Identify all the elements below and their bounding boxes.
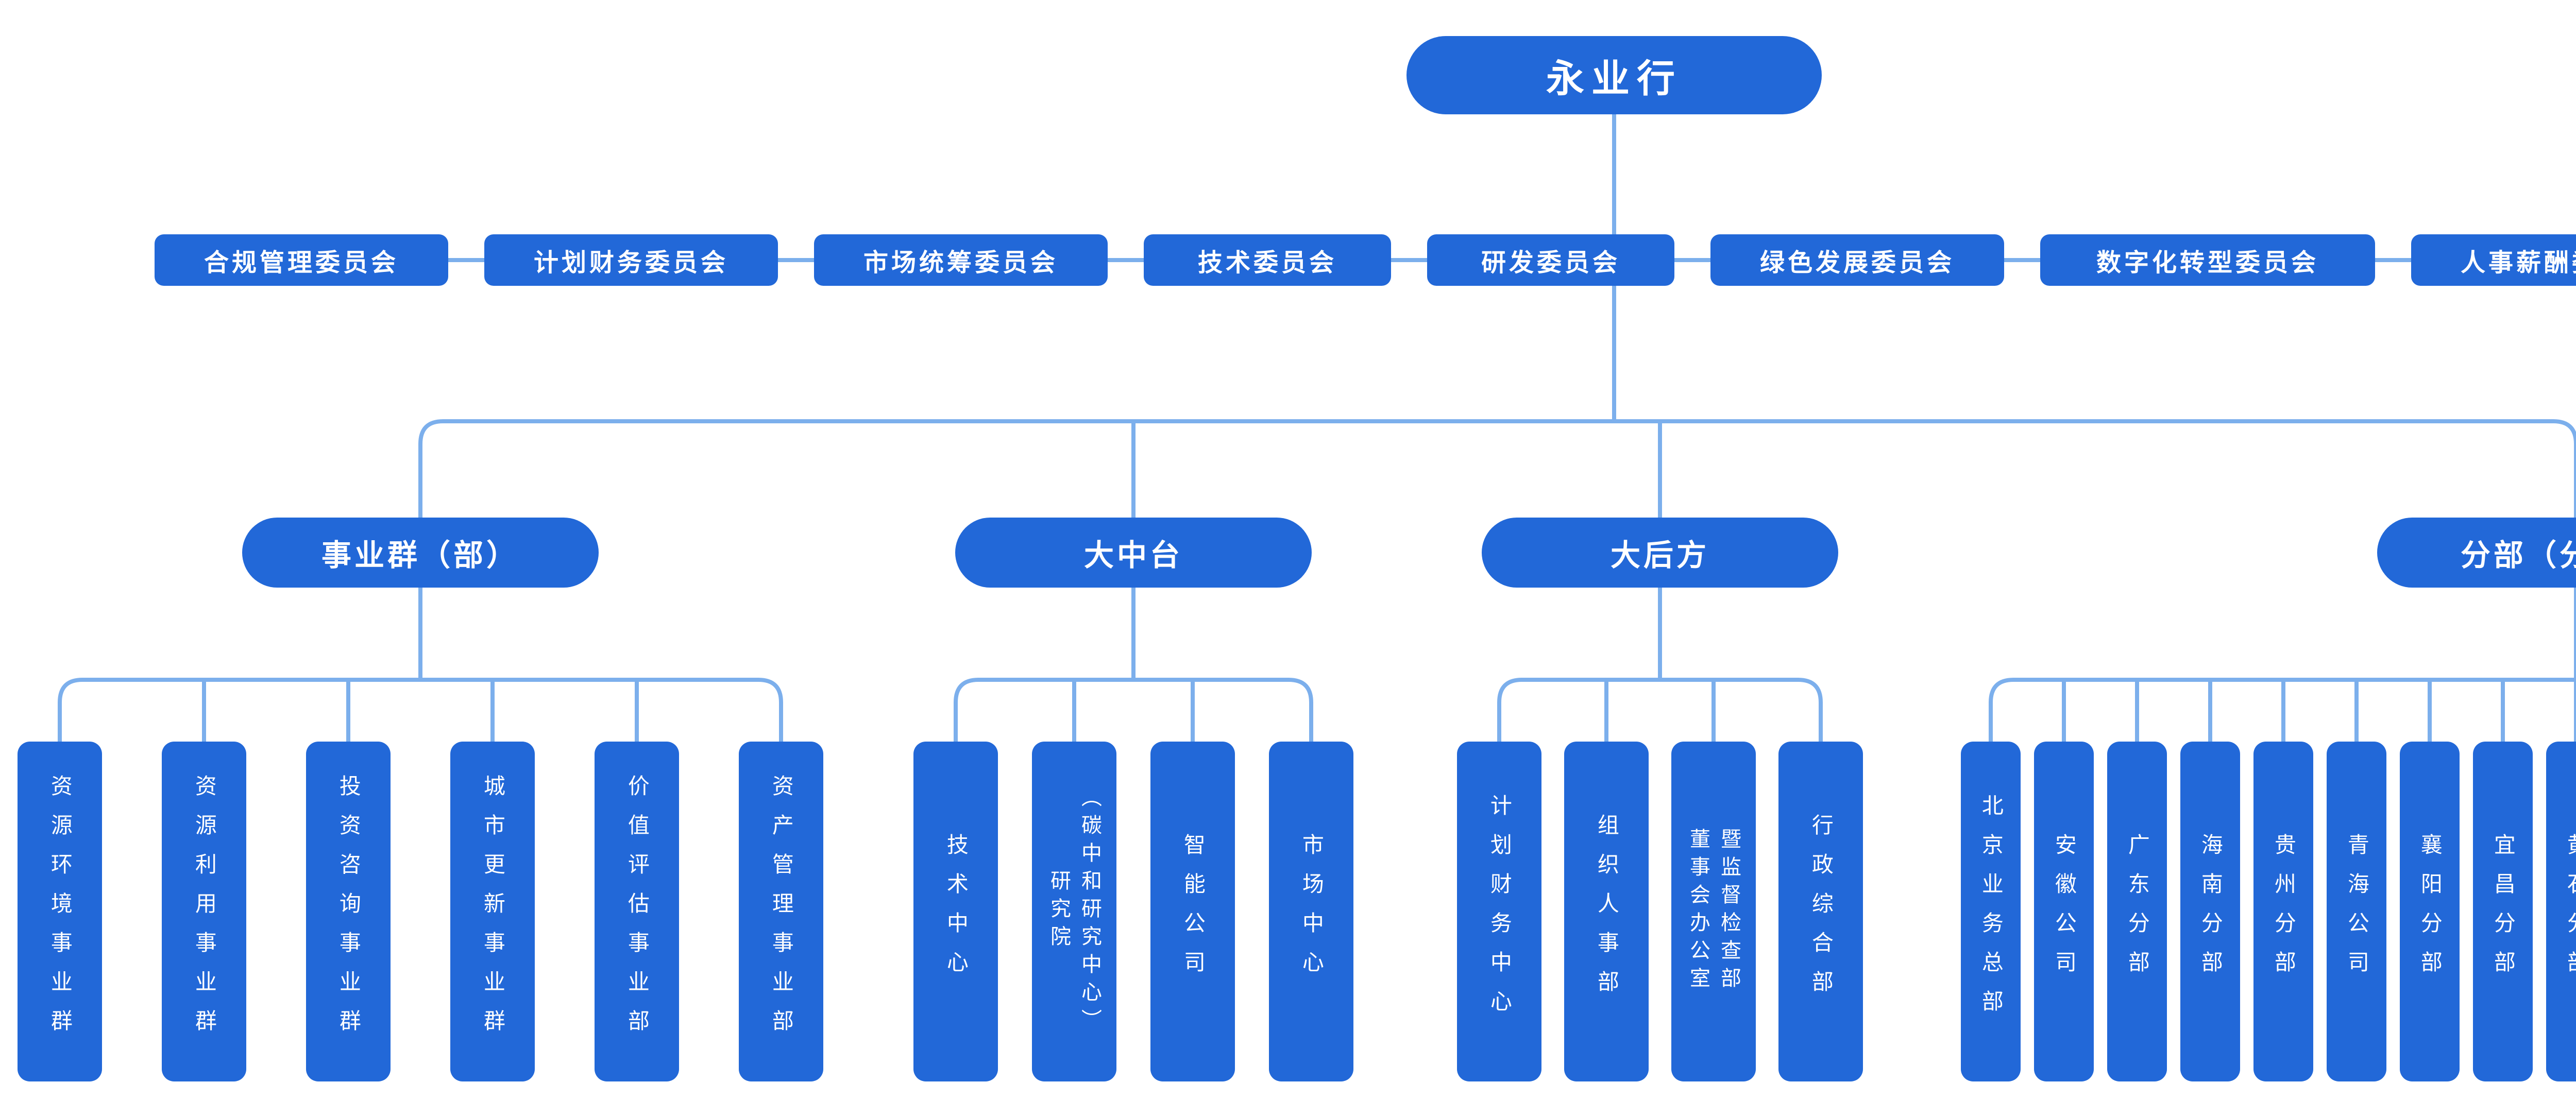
committee-compliance: 合规管理委员会 bbox=[155, 234, 448, 286]
board-office-supervision-dept: 董事会办公室 暨监督检查部 bbox=[1671, 742, 1756, 1081]
committee-label: 市场统筹委员会 bbox=[863, 249, 1058, 277]
group-middle-platform: 大中台 bbox=[955, 518, 1312, 588]
group-label: 分部（分公司） bbox=[2460, 539, 2576, 572]
node-label: 资源环境事业群 bbox=[48, 775, 73, 1049]
bu-asset-management: 资产管理事业部 bbox=[739, 742, 823, 1081]
node-label: 计划财务中心 bbox=[1487, 794, 1512, 1029]
node-label: 广东分部 bbox=[2125, 833, 2150, 990]
committee-market-coordination: 市场统筹委员会 bbox=[814, 234, 1108, 286]
committee-rnd: 研发委员会 bbox=[1427, 234, 1674, 286]
node-label: 董事会办公室 暨监督检查部 bbox=[1687, 828, 1740, 995]
committee-label: 技术委员会 bbox=[1197, 249, 1337, 277]
connector bbox=[1497, 678, 1823, 746]
root-node-company: 永业行 bbox=[1406, 36, 1822, 114]
node-label: 贵州分部 bbox=[2272, 833, 2296, 990]
planning-finance-center: 计划财务中心 bbox=[1457, 742, 1541, 1081]
node-label: 投资咨询事业群 bbox=[336, 775, 361, 1049]
committee-green-development: 绿色发展委员会 bbox=[1710, 234, 2004, 286]
node-label: 价值评估事业部 bbox=[625, 775, 650, 1049]
group-label: 事业群（部） bbox=[321, 539, 519, 572]
node-label: 安徽公司 bbox=[2052, 833, 2077, 990]
committee-label: 人事薪酬委员会 bbox=[2460, 249, 2576, 277]
committee-label: 计划财务委员会 bbox=[533, 249, 728, 277]
group-label: 大后方 bbox=[1610, 539, 1709, 572]
committee-technology: 技术委员会 bbox=[1144, 234, 1391, 286]
bu-resource-utilization: 资源利用事业群 bbox=[162, 742, 246, 1081]
connector bbox=[418, 419, 2576, 522]
committee-hr-compensation: 人事薪酬委员会 bbox=[2411, 234, 2576, 286]
branch-beijing: 北京业务总部 bbox=[1961, 742, 2021, 1081]
committee-label: 研发委员会 bbox=[1481, 249, 1620, 277]
node-label: 技术中心 bbox=[944, 833, 969, 990]
branch-qinghai: 青海公司 bbox=[2327, 742, 2386, 1081]
committee-digital-transformation: 数字化转型委员会 bbox=[2040, 234, 2375, 286]
branch-huangshi: 黄石分部 bbox=[2546, 742, 2576, 1081]
branch-hainan: 海南分部 bbox=[2180, 742, 2240, 1081]
branch-guizhou: 贵州分部 bbox=[2253, 742, 2313, 1081]
branch-guangdong: 广东分部 bbox=[2107, 742, 2167, 1081]
node-label: 青海公司 bbox=[2345, 833, 2369, 990]
node-label: 襄阳分部 bbox=[2418, 833, 2443, 990]
committee-label: 数字化转型委员会 bbox=[2096, 249, 2319, 277]
committee-planning-finance: 计划财务委员会 bbox=[484, 234, 778, 286]
bu-value-appraisal: 价值评估事业部 bbox=[595, 742, 679, 1081]
node-label: 市场中心 bbox=[1299, 833, 1324, 990]
group-business-units: 事业群（部） bbox=[242, 518, 599, 588]
node-label: 智能公司 bbox=[1181, 833, 1206, 990]
node-label: 资产管理事业部 bbox=[769, 775, 794, 1049]
bu-investment-consulting: 投资咨询事业群 bbox=[306, 742, 391, 1081]
branch-yichang: 宜昌分部 bbox=[2473, 742, 2533, 1081]
node-label: 黄石分部 bbox=[2564, 833, 2576, 990]
committee-label: 绿色发展委员会 bbox=[1759, 249, 1955, 277]
bu-resource-environment: 资源环境事业群 bbox=[18, 742, 102, 1081]
admin-general-dept: 行政综合部 bbox=[1778, 742, 1863, 1081]
node-label: 资源利用事业群 bbox=[192, 775, 217, 1049]
org-hr-dept: 组织人事部 bbox=[1564, 742, 1649, 1081]
group-back-office: 大后方 bbox=[1482, 518, 1838, 588]
node-label: 宜昌分部 bbox=[2491, 833, 2516, 990]
intelligent-company: 智能公司 bbox=[1150, 742, 1235, 1081]
node-label: 研究院 （碳中和研究中心） bbox=[1047, 786, 1101, 1037]
node-label: 城市更新事业群 bbox=[481, 775, 505, 1049]
connector bbox=[58, 678, 783, 746]
research-institute-carbon-neutral: 研究院 （碳中和研究中心） bbox=[1032, 742, 1116, 1081]
bu-urban-renewal: 城市更新事业群 bbox=[450, 742, 535, 1081]
node-label: 组织人事部 bbox=[1595, 814, 1619, 1009]
connector bbox=[954, 678, 1313, 746]
center-technology: 技术中心 bbox=[913, 742, 998, 1081]
group-label: 大中台 bbox=[1083, 539, 1183, 572]
node-label: 海南分部 bbox=[2198, 833, 2223, 990]
committee-label: 合规管理委员会 bbox=[204, 249, 399, 277]
connector bbox=[1989, 678, 2576, 746]
root-label: 永业行 bbox=[1546, 57, 1682, 100]
group-branches: 分部（分公司） bbox=[2377, 518, 2576, 588]
market-center: 市场中心 bbox=[1269, 742, 1353, 1081]
branch-anhui: 安徽公司 bbox=[2034, 742, 2094, 1081]
branch-xiangyang: 襄阳分部 bbox=[2400, 742, 2460, 1081]
node-label: 行政综合部 bbox=[1809, 814, 1834, 1009]
node-label: 北京业务总部 bbox=[1979, 794, 2004, 1029]
